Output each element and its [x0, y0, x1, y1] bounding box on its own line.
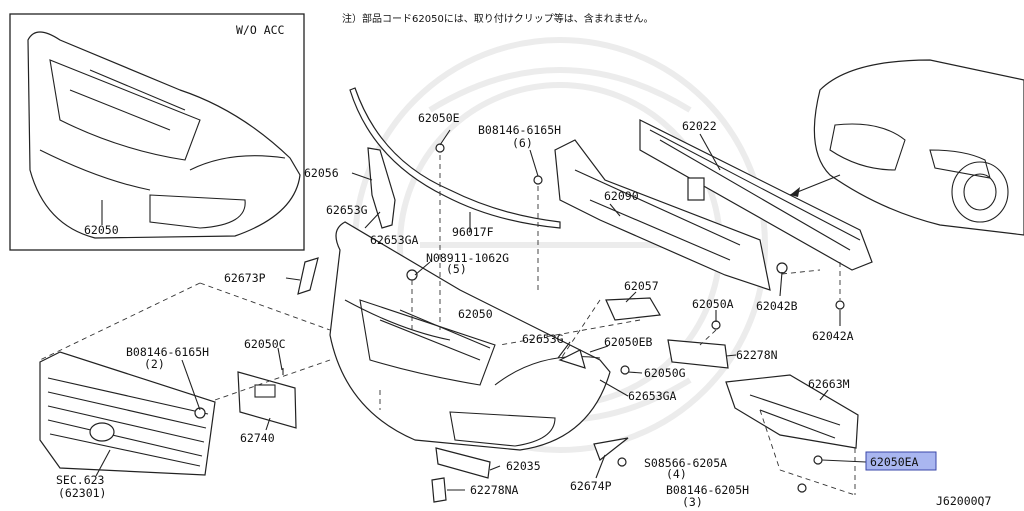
inset-label: W/O ACC	[236, 23, 285, 37]
label-sec623[interactable]: SEC.623	[56, 473, 105, 487]
label-62050[interactable]: 62050	[458, 307, 493, 321]
label-62050-inset[interactable]: 62050	[84, 223, 119, 237]
label-62050eb[interactable]: 62050EB	[604, 335, 653, 349]
grille-sec623	[39, 351, 216, 476]
label-08146-6165h-left[interactable]: B08146-6165H	[126, 345, 209, 359]
inset-panel: W/O ACC 62050	[9, 13, 305, 251]
label-62740[interactable]: 62740	[240, 431, 275, 445]
molding-96017f	[349, 87, 561, 229]
label-qty-2: (2)	[144, 357, 165, 371]
part-labels: 62050E B08146-6165H (6) 62022 62056 6209…	[56, 111, 937, 509]
bracket-62056	[367, 147, 396, 229]
bumper-fascia-62050	[329, 221, 611, 451]
label-62050ea[interactable]: 62050EA	[870, 455, 919, 469]
label-62035[interactable]: 62035	[506, 459, 541, 473]
absorber-62090	[554, 139, 771, 291]
diagram-id: J62000Q7	[936, 494, 991, 508]
car-front-view	[789, 59, 1024, 236]
label-62050a[interactable]: 62050A	[692, 297, 734, 311]
label-08566-6205a[interactable]: S08566-6205A	[644, 456, 727, 470]
label-qty-6: (6)	[512, 136, 533, 150]
label-qty-3: (3)	[682, 495, 703, 509]
label-62056[interactable]: 62056	[304, 166, 339, 180]
reinforcement-62022	[639, 119, 873, 271]
label-62301: (62301)	[58, 486, 106, 500]
label-62653g-mid[interactable]: 62653G	[522, 332, 564, 346]
leader-lines	[95, 129, 867, 491]
label-62057[interactable]: 62057	[624, 279, 659, 293]
assembly-lines	[39, 155, 856, 496]
label-62653ga-top[interactable]: 62653GA	[370, 233, 419, 247]
label-62278n[interactable]: 62278N	[736, 348, 778, 362]
label-qty-4: (4)	[666, 467, 687, 481]
label-62653g-top[interactable]: 62653G	[326, 203, 368, 217]
license-bracket-62740	[237, 368, 297, 429]
label-08146-6205h[interactable]: B08146-6205H	[666, 483, 749, 497]
label-96017f[interactable]: 96017F	[452, 225, 494, 239]
label-62653ga-mid[interactable]: 62653GA	[628, 389, 677, 403]
label-62050g[interactable]: 62050G	[644, 366, 686, 380]
label-62042b[interactable]: 62042B	[756, 299, 798, 313]
label-62090[interactable]: 62090	[604, 189, 639, 203]
label-62663m[interactable]: 62663M	[808, 377, 850, 391]
label-62674p[interactable]: 62674P	[570, 479, 612, 493]
label-08146-6165h-top[interactable]: B08146-6165H	[478, 123, 561, 137]
label-62050e[interactable]: 62050E	[418, 111, 460, 125]
highlight-box-62050ea	[865, 451, 937, 471]
header-note: 注）部品コード62050には、取り付けクリップ等は、含まれません。	[342, 12, 654, 25]
label-62673p[interactable]: 62673P	[224, 271, 266, 285]
label-62050c[interactable]: 62050C	[244, 337, 286, 351]
label-qty-5: (5)	[446, 262, 467, 276]
label-62022[interactable]: 62022	[682, 119, 717, 133]
label-08911-1062g[interactable]: N08911-1062G	[426, 251, 509, 265]
label-62042a[interactable]: 62042A	[812, 329, 854, 343]
small-parts	[194, 143, 859, 503]
label-62278na[interactable]: 62278NA	[470, 483, 519, 497]
